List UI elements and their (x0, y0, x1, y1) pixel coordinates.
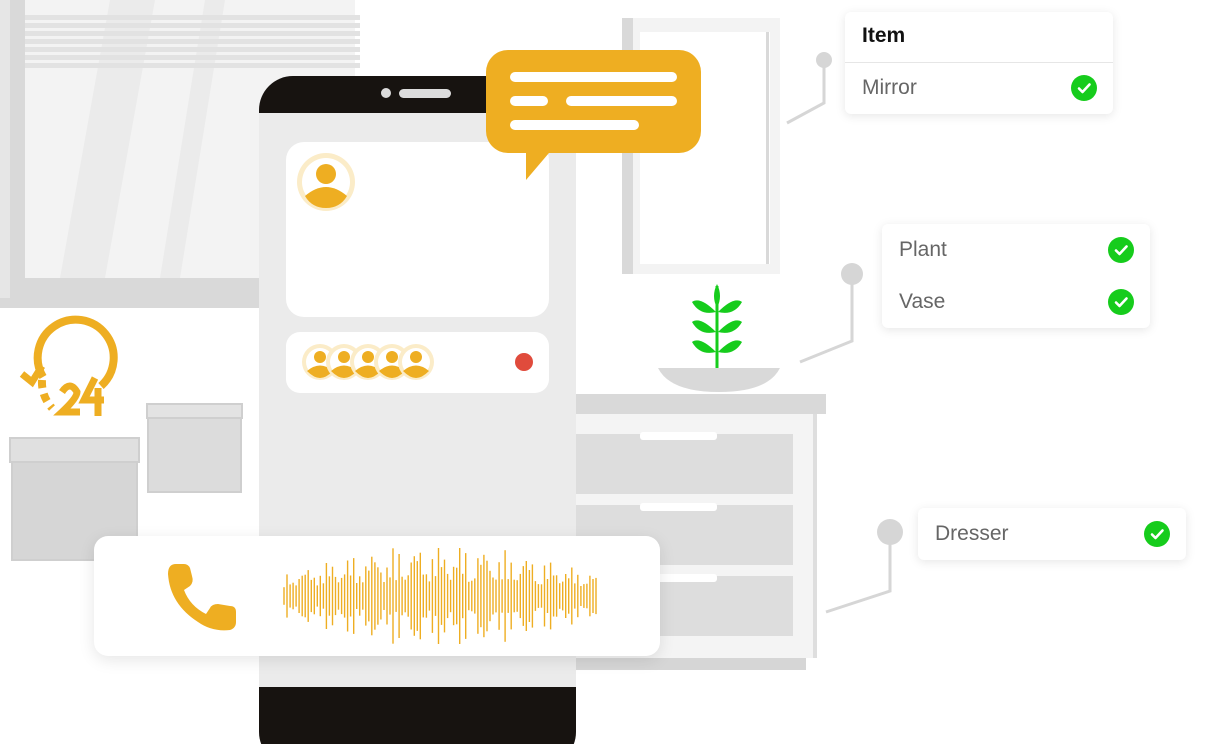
divider (845, 62, 1113, 63)
check-icon[interactable] (1108, 289, 1134, 315)
item-label: Plant (899, 238, 947, 261)
participants-card (286, 332, 549, 393)
checklist-item-vase[interactable]: Vase (882, 276, 1150, 328)
item-label: Vase (899, 290, 946, 313)
check-icon[interactable] (1108, 237, 1134, 263)
checklist-card-dresser: Dresser (918, 508, 1186, 560)
phone-icon[interactable] (164, 560, 240, 634)
moving-box-small (146, 403, 243, 493)
check-icon[interactable] (1071, 75, 1097, 101)
checklist-item-mirror[interactable]: Mirror (845, 62, 1113, 114)
item-label: Dresser (935, 522, 1009, 545)
connector-plant (799, 263, 863, 364)
checklist-item-dresser[interactable]: Dresser (918, 508, 1186, 560)
item-label: Mirror (862, 76, 917, 99)
checklist-header: Item (862, 24, 906, 47)
window-blinds (25, 15, 360, 68)
recording-indicator (515, 353, 533, 371)
checklist-item-plant[interactable]: Plant (882, 224, 1150, 276)
connector-dresser (825, 519, 903, 614)
checklist-card-plant: Plant Vase (882, 224, 1150, 328)
profile-card (286, 142, 549, 317)
chat-bubble-icon (486, 50, 701, 180)
plant (658, 284, 780, 392)
check-icon[interactable] (1144, 521, 1170, 547)
call-bar (94, 536, 660, 656)
user-avatar-icon (297, 153, 355, 211)
checklist-card-mirror: Item Mirror (845, 12, 1113, 114)
participant-avatars (302, 344, 434, 380)
clock-24-icon (19, 315, 118, 416)
connector-mirror (786, 52, 832, 125)
audio-waveform (283, 548, 597, 644)
